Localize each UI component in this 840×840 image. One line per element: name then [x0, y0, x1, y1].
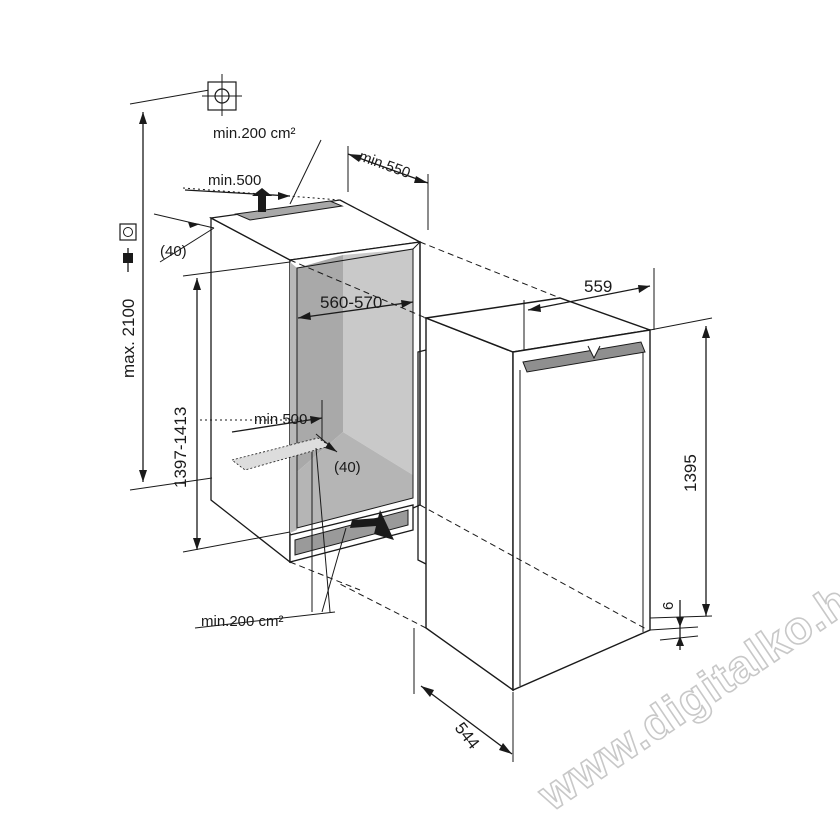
- bottom-vent-width-label: min 500: [254, 411, 307, 428]
- projection-lines: [182, 187, 649, 631]
- bottom-floor-vent: [231, 437, 331, 471]
- niche-cabinet: [208, 199, 423, 564]
- niche-height-label: 1397-1413: [171, 407, 190, 488]
- appliance-depth-label: 544: [451, 719, 483, 753]
- dimension-lines: [129, 85, 713, 762]
- bottom-gap-label: (40): [334, 459, 361, 476]
- top-vent-width-label: min.500: [208, 172, 261, 189]
- crosshair-icon: [202, 74, 242, 116]
- niche-depth-label: min.550: [357, 148, 413, 182]
- power-plug-icon: [123, 248, 133, 272]
- appliance: [417, 297, 651, 692]
- niche-height-max-label: max. 2100: [119, 299, 138, 378]
- top-vent-area-label: min.200 cm²: [213, 125, 296, 142]
- niche-width-label: 560-570: [320, 293, 382, 312]
- appliance-width-label: 559: [584, 277, 612, 296]
- air-in-arrow-icon: [350, 510, 394, 540]
- top-vent-grille: [234, 200, 344, 221]
- power-socket-icon: [119, 223, 137, 241]
- appliance-height-label: 1395: [681, 454, 700, 492]
- plinth-gap-label: 6: [660, 602, 677, 610]
- top-gap-label: (40): [160, 243, 187, 260]
- air-out-arrow-icon: [252, 188, 272, 212]
- bottom-vent-area-label: min.200 cm²: [201, 613, 284, 630]
